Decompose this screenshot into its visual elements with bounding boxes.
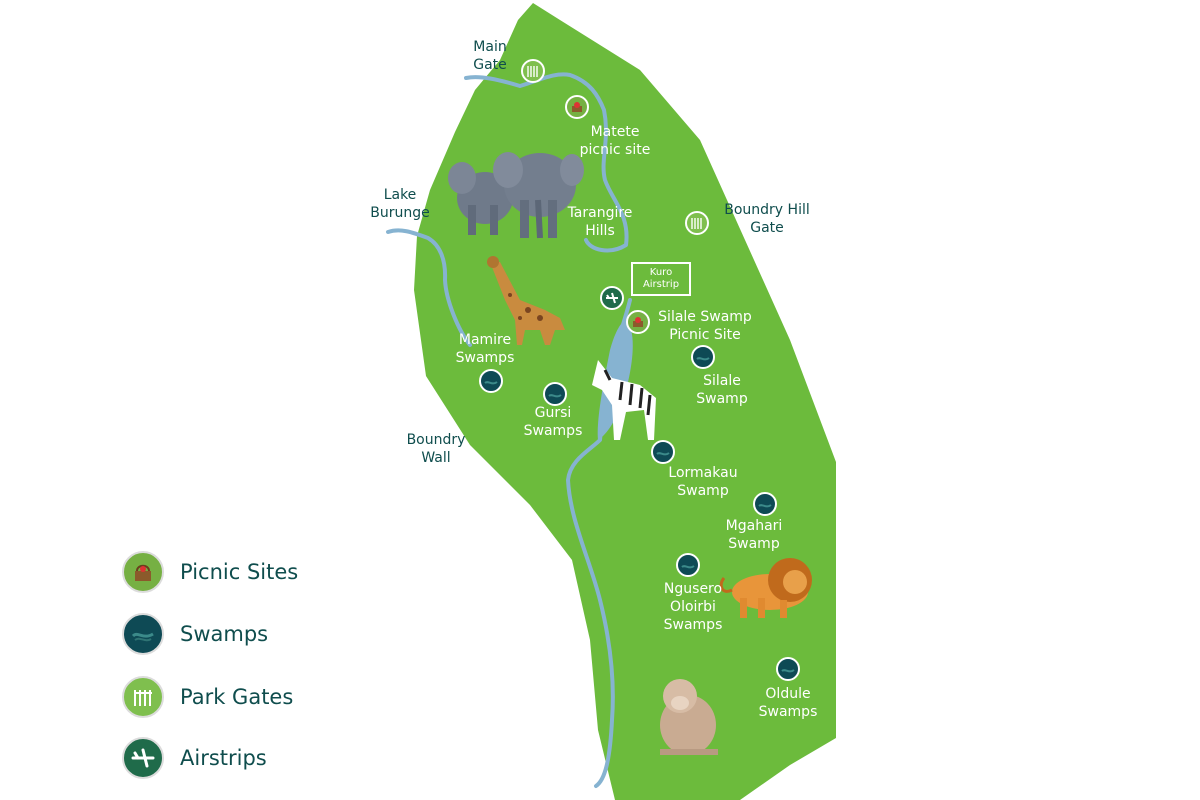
swamp-icon: [758, 504, 772, 508]
swamp-icon: [696, 357, 710, 361]
swamp-icon: [548, 394, 562, 398]
silale-picnic-marker[interactable]: [626, 310, 650, 334]
swamp-icon: [122, 613, 164, 655]
silale-swamp-label: Silale Swamp: [696, 373, 748, 407]
elephants-illustration: [448, 152, 584, 239]
picnic-basket-icon: [633, 317, 643, 327]
swamp-icon: [681, 565, 695, 569]
kuro-airstrip-marker[interactable]: [600, 286, 624, 310]
monkey-illustration: [660, 679, 718, 755]
main-gate-label: Main Gate: [473, 39, 507, 73]
legend-item-airstrips: Airstrips: [122, 737, 267, 779]
gursi-label: Gursi Swamps: [523, 405, 583, 439]
legend-item-swamps: Swamps: [122, 613, 268, 655]
legend-label-picnic: Picnic Sites: [180, 560, 299, 584]
lake-burunge-label: Lake Burunge: [370, 187, 430, 221]
ngusero-swamp-marker[interactable]: [676, 553, 700, 577]
oldule-swamp-marker[interactable]: [776, 657, 800, 681]
silale-picnic-label: Silale Swamp Picnic Site: [658, 309, 752, 343]
picnic-basket-icon: [572, 102, 582, 112]
gate-icon: [122, 676, 164, 718]
lormakau-swamp-marker[interactable]: [651, 440, 675, 464]
matete-picnic-marker[interactable]: [565, 95, 589, 119]
boundry-wall-label: Boundry Wall: [406, 432, 466, 466]
matete-label: Matete picnic site: [579, 124, 651, 158]
swamp-icon: [656, 452, 670, 456]
swamp-icon: [484, 381, 498, 385]
legend-label-airstrips: Airstrips: [180, 746, 267, 770]
lormakau-label: Lormakau Swamp: [668, 465, 738, 499]
boundry-hill-gate-label: Boundry Hill Gate: [724, 202, 810, 236]
legend-item-picnic: Picnic Sites: [122, 551, 298, 593]
zebra-illustration: [592, 360, 656, 440]
swamp-icon: [781, 669, 795, 673]
mamire-label: Mamire Swamps: [455, 332, 515, 366]
mgahari-swamp-marker[interactable]: [753, 492, 777, 516]
oldule-label: Oldule Swamps: [758, 686, 818, 720]
main-gate-marker[interactable]: [521, 59, 545, 83]
boundry-hill-gate-marker[interactable]: [685, 211, 709, 235]
picnic-basket-icon: [122, 551, 164, 593]
silale-swamp-marker[interactable]: [691, 345, 715, 369]
airplane-icon: [122, 737, 164, 779]
ngusero-label: Ngusero Oloirbi Swamps: [663, 581, 723, 633]
legend-item-gates: Park Gates: [122, 676, 293, 718]
gate-icon: [527, 66, 538, 77]
gate-icon: [691, 218, 702, 229]
airplane-icon: [606, 292, 618, 304]
mgahari-label: Mgahari Swamp: [725, 518, 783, 552]
kuro-airstrip-label: Kuro Airstrip: [631, 262, 691, 296]
gursi-swamp-marker[interactable]: [543, 382, 567, 406]
legend-label-swamps: Swamps: [180, 622, 269, 646]
giraffe-illustration: [487, 256, 565, 345]
legend-label-gates: Park Gates: [180, 685, 294, 709]
tarangire-hills-label: Tarangire Hills: [567, 205, 633, 239]
lion-illustration: [719, 558, 812, 618]
mamire-swamp-marker[interactable]: [479, 369, 503, 393]
